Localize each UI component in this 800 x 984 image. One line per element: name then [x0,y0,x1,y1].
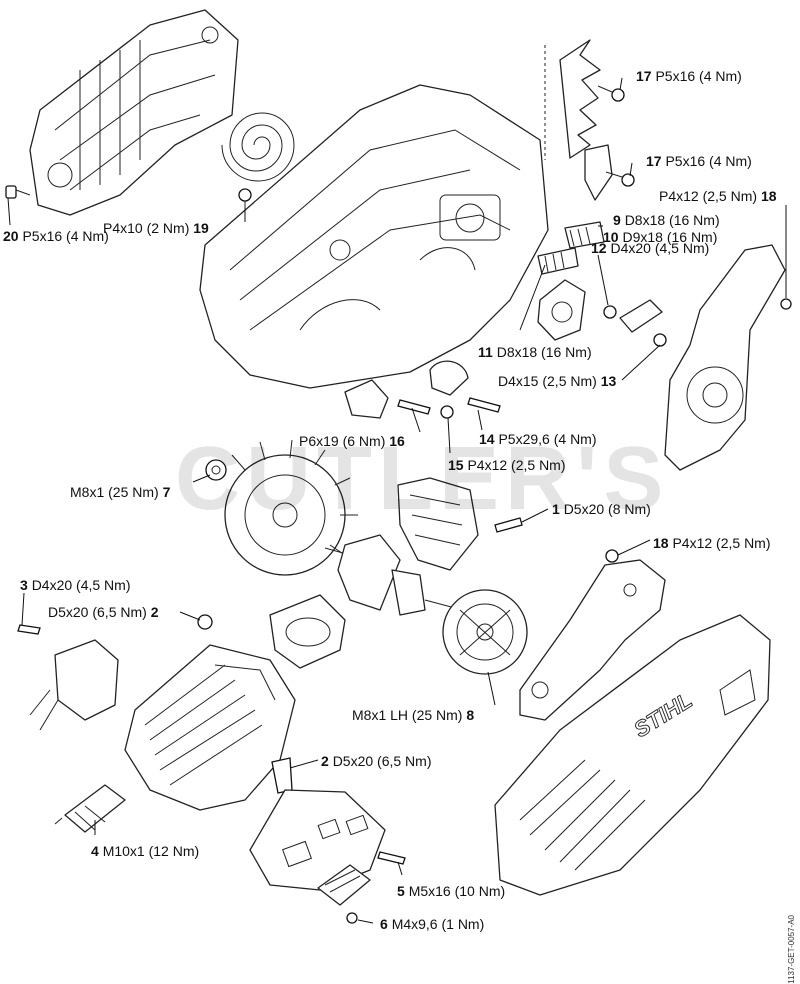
callout-8: M8x1 LH (25 Nm) 8 [352,707,474,723]
callout-num: 15 [448,457,464,473]
watermark: CUTLER'S [175,429,670,529]
callout-spec: P4x10 (2 Nm) [103,220,190,236]
callout-spec: D9x18 (16 Nm) [622,229,718,245]
callout-17-mid: 17 P5x16 (4 Nm) [646,153,752,169]
callout-9: 9 D8x18 (16 Nm) [613,212,720,228]
starter-housing [29,9,239,216]
screw-20 [5,185,31,199]
callout-num: 2 [150,604,159,620]
callout-spec: P5x16 (4 Nm) [665,153,752,169]
callout-num: 12 [591,240,607,256]
callout-spec: M10x1 (12 Nm) [102,843,200,859]
callout-spec: D4x20 (4,5 Nm) [31,577,131,593]
exploded-parts-diagram: STIHL [5,9,792,924]
callout-17-top: 17 P5x16 (4 Nm) [636,68,742,84]
clutch [442,589,528,675]
callout-num: 9 [613,212,621,228]
cylinder [124,644,296,811]
callout-spec: P5x29,6 (4 Nm) [498,431,597,447]
nut-7 [205,459,227,481]
crankshaft [324,534,471,616]
callout-10: 10 D9x18 (16 Nm) [603,229,717,245]
grommet-parts [344,360,501,419]
callout-spec: P4x12 (2,5 Nm) [672,535,771,551]
callout-spec: P5x16 (4 Nm) [22,228,109,244]
callout-2-bottom: 2 D5x20 (6,5 Nm) [321,753,432,769]
callout-num: 13 [600,373,617,389]
callout-num: 4 [91,843,99,859]
callout-num: 18 [760,188,777,204]
callout-3: 3 D4x20 (4,5 Nm) [20,577,131,593]
callout-num: 7 [162,484,171,500]
callout-num: 11 [478,344,493,360]
callout-14: 14 P5x29,6 (4 Nm) [479,431,597,447]
callout-num: 2 [321,753,329,769]
callout-11: 11 D8x18 (16 Nm) [478,344,592,360]
callout-spec: M8x1 (25 Nm) [70,484,159,500]
callout-18-top: P4x12 (2,5 Nm) 18 [659,188,777,204]
callout-spec: D8x18 (16 Nm) [496,344,592,360]
screw-17-mid [605,171,635,187]
callout-spec: P4x12 (2,5 Nm) [659,188,758,204]
ignition-module [397,477,523,571]
ignition-coil [17,614,213,731]
callout-16: P6x19 (6 Nm) 16 [299,433,405,449]
callout-num: 17 [636,68,652,84]
callout-num: 19 [193,220,209,236]
callout-2-top: D5x20 (6,5 Nm) 2 [48,604,159,620]
callout-num: 20 [3,228,19,244]
callout-6: 6 M4x9,6 (1 Nm) [380,916,484,932]
screw-19 [238,188,252,215]
callout-num: 8 [466,707,475,723]
callout-spec: D5x20 (6,5 Nm) [332,753,432,769]
screw-17-top [597,85,625,102]
callout-1: 1 D5x20 (8 Nm) [552,501,651,517]
callout-spec: D4x20 (4,5 Nm) [610,240,710,256]
drawing-code: 1137-GET-0057-A0 [787,915,796,984]
callout-spec: P4x12 (2,5 Nm) [467,457,566,473]
threaded-nipples [537,221,605,275]
callout-5: 5 M5x16 (10 Nm) [397,883,505,899]
callout-spec: D4x15 (2,5 Nm) [498,373,597,389]
sprocket-cover-bracket [519,549,666,721]
callout-spec: P5x16 (4 Nm) [655,68,742,84]
callout-num: 14 [479,431,495,447]
callout-num: 16 [389,433,405,449]
oil-pump-bracket [537,279,667,347]
callout-12: 12 D4x20 (4,5 Nm) [591,240,709,256]
callout-num: 17 [646,153,662,169]
chain-guard-plate [664,244,792,471]
callout-spec: D5x20 (6,5 Nm) [48,604,147,620]
callout-13: D4x15 (2,5 Nm) 13 [498,373,616,389]
flywheel [224,439,358,576]
callout-num: 10 [603,229,619,245]
callout-num: 6 [380,916,388,932]
leader-lines [7,77,787,924]
callout-num: 18 [653,535,669,551]
bumper-spike [544,39,613,201]
callout-spec: D5x20 (8 Nm) [563,501,651,517]
callout-4: 4 M10x1 (12 Nm) [91,843,199,859]
callout-num: 1 [552,501,560,517]
side-cover: STIHL [494,614,771,896]
callout-spec: M4x9,6 (1 Nm) [391,916,485,932]
callout-num: 3 [20,577,28,593]
callout-7: M8x1 (25 Nm) 7 [70,484,170,500]
spark-plug [54,784,126,833]
callout-19: P4x10 (2 Nm) 19 [103,220,209,236]
crankcase-handle-frame [199,84,549,389]
callout-spec: M8x1 LH (25 Nm) [352,707,463,723]
callout-num: 5 [397,883,405,899]
rewind-spring [221,112,295,182]
callout-15: 15 P4x12 (2,5 Nm) [448,457,566,473]
callout-spec: D8x18 (16 Nm) [624,212,720,228]
callout-spec: P6x19 (6 Nm) [299,433,386,449]
callout-20: 20 P5x16 (4 Nm) [3,228,109,244]
muffler [249,789,406,924]
callout-18-bottom: 18 P4x12 (2,5 Nm) [653,535,771,551]
piston [269,594,346,669]
callout-spec: M5x16 (10 Nm) [408,883,506,899]
